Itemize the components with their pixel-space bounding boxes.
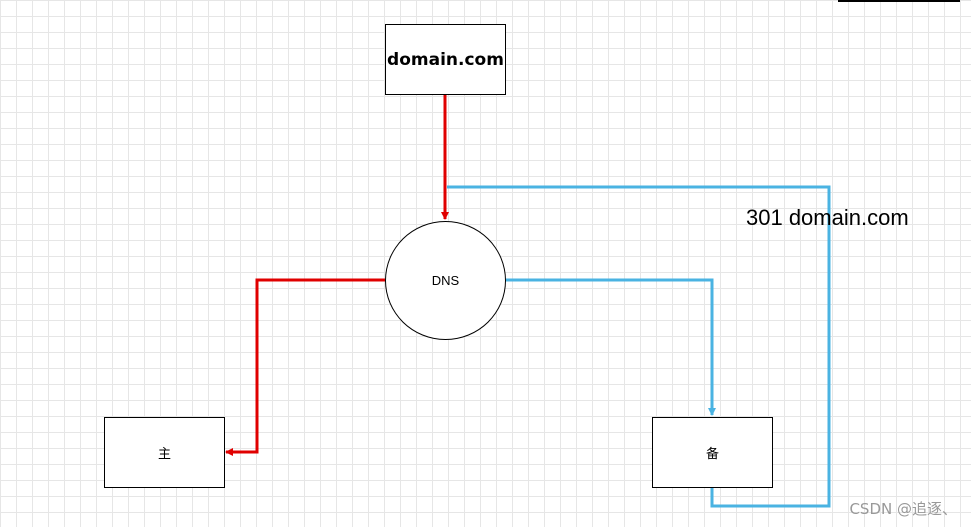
primary-server-label: 主 — [157, 446, 171, 461]
arrow-dns-to-backup — [506, 278, 716, 416]
arrow-dns-to-primary — [225, 278, 385, 456]
domain-node-label: domain.com — [387, 49, 504, 70]
redirect-loop-line — [447, 185, 831, 508]
dns-node-label: DNS — [431, 273, 460, 288]
redirect-label: 301 domain.com — [746, 205, 909, 230]
top-divider — [838, 0, 960, 2]
domain-node: domain.com — [385, 24, 506, 95]
dns-node: DNS — [385, 221, 506, 340]
watermark-text: CSDN @追逐、 — [849, 500, 957, 518]
primary-server-node: 主 — [104, 417, 225, 488]
backup-server-label: 备 — [705, 446, 719, 461]
backup-server-node: 备 — [652, 417, 773, 488]
